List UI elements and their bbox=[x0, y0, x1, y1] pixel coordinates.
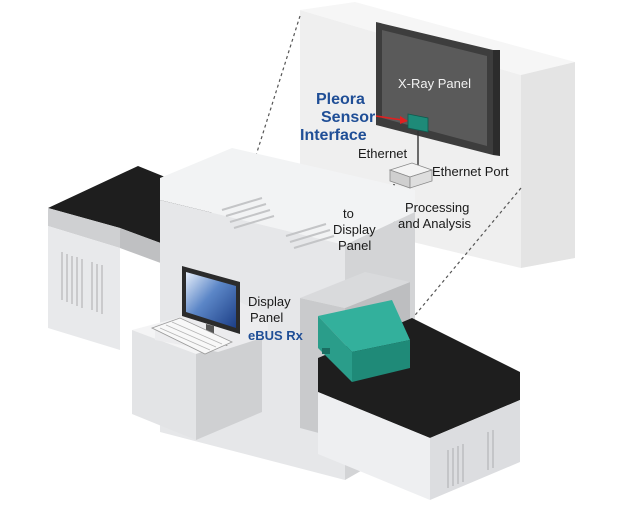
display-panel-label-line-1: Display bbox=[248, 294, 291, 309]
sensor-interface-label-line-1: Pleora bbox=[316, 91, 365, 108]
sensor-interface-label-line-3: Interface bbox=[300, 127, 367, 144]
display-panel-label-line-2: Panel bbox=[250, 310, 284, 325]
processing-box bbox=[388, 162, 434, 189]
ethernet-label: Ethernet bbox=[358, 146, 408, 161]
xray-panel bbox=[376, 22, 500, 156]
callout-guide-line bbox=[395, 187, 522, 339]
processing-label-line-1: Processing bbox=[405, 200, 470, 215]
to-display-label-line-2: Display bbox=[333, 222, 376, 237]
luggage bbox=[318, 300, 410, 382]
sensor-interface-chip bbox=[407, 113, 429, 133]
keyboard bbox=[150, 317, 233, 355]
processing-label-line-2: and Analysis bbox=[398, 216, 471, 231]
to-display-label-line-3: Panel bbox=[338, 238, 372, 253]
sensor-arrow bbox=[375, 115, 408, 124]
ebus-rx-label: eBUS Rx bbox=[248, 328, 303, 343]
sensor-interface-label-line-2: Sensor bbox=[321, 109, 376, 126]
to-display-label-line-1: to bbox=[343, 206, 354, 221]
display-monitor bbox=[182, 266, 240, 346]
callout-guide-line bbox=[251, 15, 301, 169]
xray-panel-label: X-Ray Panel bbox=[398, 76, 471, 91]
ethernet-port-label: Ethernet Port bbox=[432, 164, 509, 179]
